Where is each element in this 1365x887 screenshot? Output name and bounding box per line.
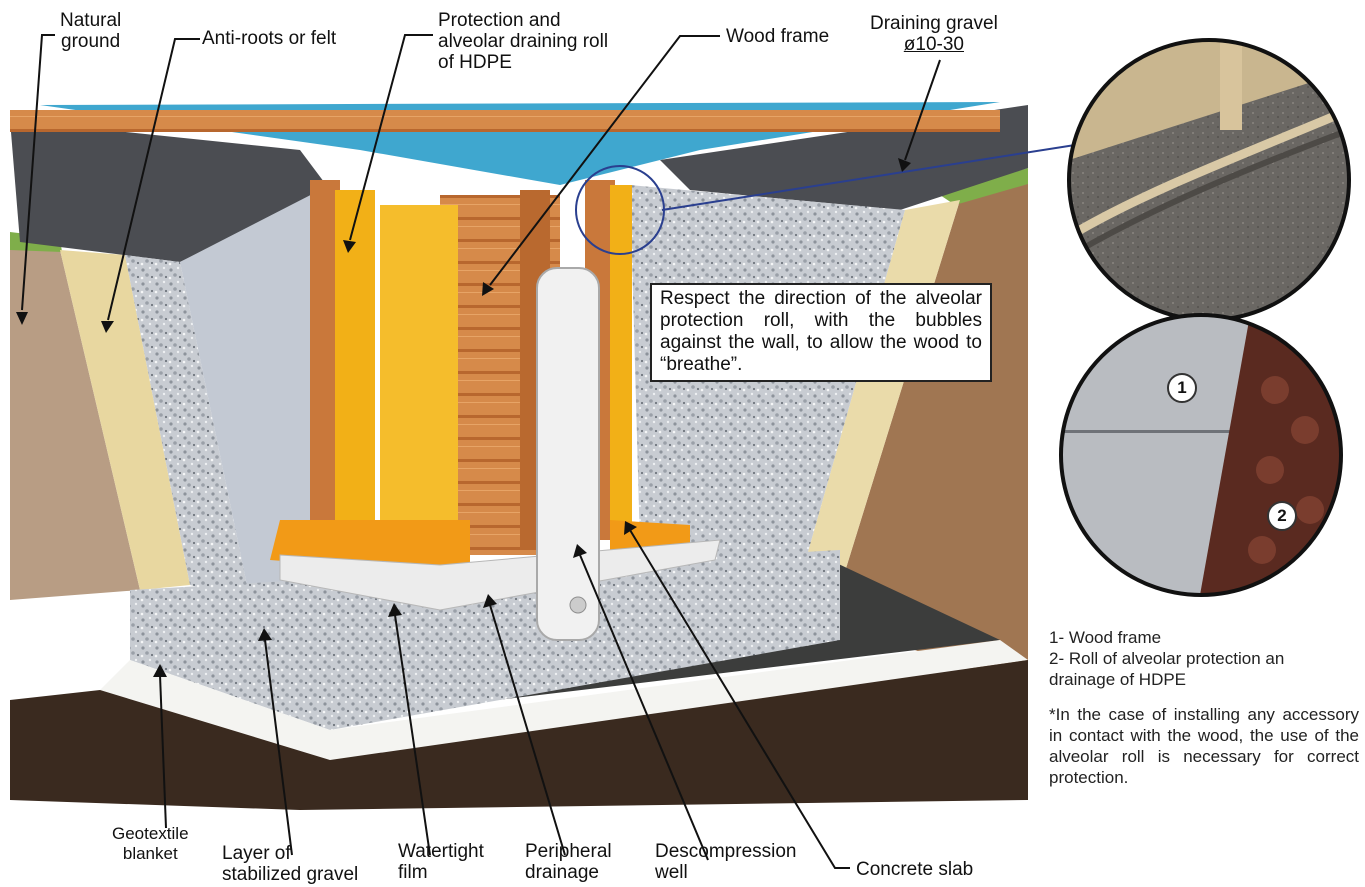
label-concrete-slab-text: Concrete slab [856,859,974,880]
gravel-wall-left [125,255,250,600]
label-stabilized-gravel: Layer of stabilized gravel [222,843,358,885]
label-geotextile: Geotextile blanket [112,824,189,864]
anti-roots-felt [60,250,190,590]
leader-lines [21,34,941,869]
label-natural-ground-line2: ground [61,31,121,52]
hdpe-roll-panel-1 [335,190,375,530]
label-peripheral-drainage: Peripheral drainage [525,841,612,883]
leader-arrowheads [16,158,911,677]
label-watertight-film-line2: film [398,862,428,883]
detail-badge-2: 2 [1267,501,1297,531]
detail-connector-line [661,144,1076,211]
concrete-slab [10,660,1028,810]
legend: 1- Wood frame 2- Roll of alveolar protec… [1049,627,1365,788]
legend-note: *In the case of installing any accessory… [1049,705,1359,787]
label-protection-roll-line2: alveolar draining roll [438,31,609,52]
label-peripheral-drainage-line2: drainage [525,862,599,883]
label-wood-frame: Wood frame [726,26,829,47]
label-anti-roots-text: Anti-roots or felt [202,28,337,49]
label-stabilized-gravel-line2: stabilized gravel [222,864,359,885]
label-watertight-film: Watertight film [398,841,484,883]
label-protection-roll-line1: Protection and [438,10,561,31]
label-watertight-film-line1: Watertight [398,841,484,862]
label-draining-gravel-line2: ø10-30 [903,34,964,55]
label-natural-ground: Natural ground [60,10,121,52]
hdpe-roll-panel-2 [380,205,458,535]
label-natural-ground-line1: Natural [60,10,122,31]
hdpe-roll-panel-3 [610,185,632,545]
label-peripheral-drainage-line1: Peripheral [525,841,612,862]
label-geotextile-line2: blanket [122,844,178,863]
well-outlet [569,596,587,614]
label-stabilized-gravel-line1: Layer of [222,843,291,864]
legend-item-1: 1- Wood frame [1049,628,1162,647]
label-wood-frame-text: Wood frame [726,26,830,47]
label-geotextile-line1: Geotextile [112,824,189,843]
gravel-wall-front-left [180,185,330,600]
stabilized-gravel-layer [130,550,840,730]
label-draining-gravel: Draining gravel ø10-30 [870,13,998,55]
callout-text: Respect the direction of the alveolar pr… [660,288,982,375]
label-descompression-well: Descompression well [655,841,797,883]
label-descompression-well-line2: well [655,862,688,883]
callout-box: Respect the direction of the alveolar pr… [650,283,992,382]
descompression-well [536,267,600,641]
grass-edge-right [940,168,1028,205]
detail-frame-bottom [1059,313,1343,597]
label-concrete-slab: Concrete slab [856,859,973,880]
label-descompression-well-line1: Descompression [655,841,797,862]
natural-ground [10,245,140,760]
wood-frame-top-beam [10,110,1000,132]
label-draining-gravel-line1: Draining gravel [870,13,998,34]
label-anti-roots: Anti-roots or felt [202,28,336,49]
peripheral-drainage-pipe [279,539,721,611]
geotextile-blanket [100,640,1028,760]
label-protection-roll-line3: of HDPE [438,52,512,73]
label-protection-roll: Protection and alveolar draining roll of… [438,10,608,73]
detail-badge-1: 1 [1167,373,1197,403]
legend-item-2: 2- Roll of alveolar protection an draina… [1049,649,1285,689]
